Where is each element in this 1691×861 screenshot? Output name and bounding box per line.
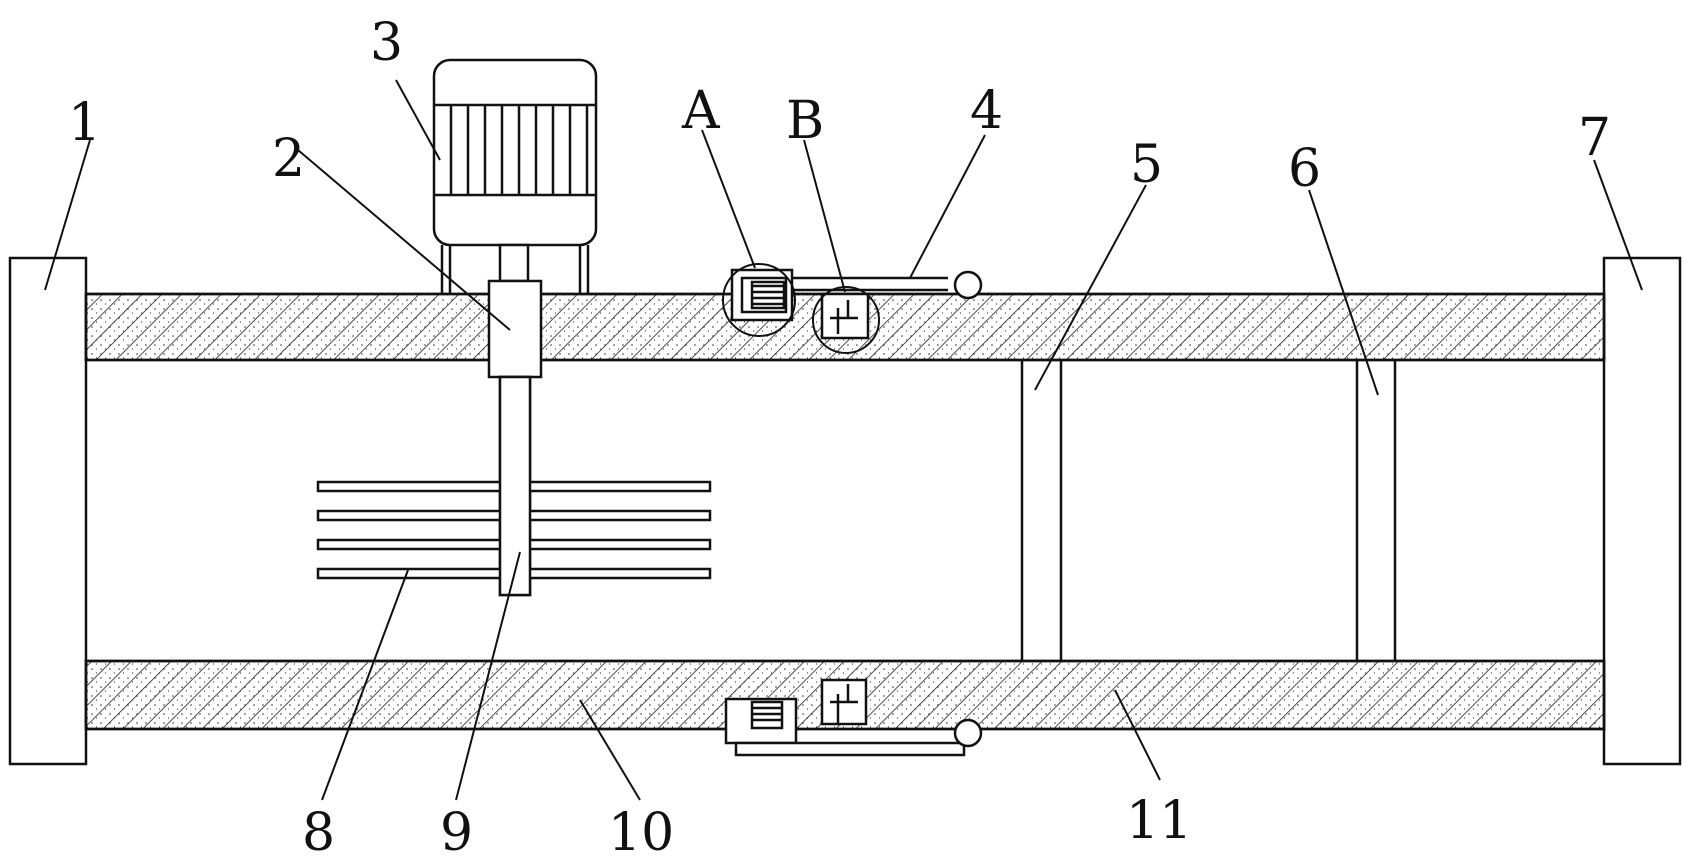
- filter-plate-5: [1020, 360, 1063, 661]
- right-flange: [1602, 256, 1682, 766]
- label-7: 7: [1578, 108, 1611, 168]
- label-11: 11: [1126, 791, 1192, 851]
- label-1: 1: [68, 93, 101, 153]
- label-8: 8: [302, 803, 335, 861]
- labels: 1 2 3 A B 4 5 6 7 8 9 10 11: [68, 13, 1611, 861]
- label-6: 6: [1288, 139, 1321, 199]
- label-5: 5: [1130, 135, 1163, 195]
- bearing-seat: [487, 279, 543, 379]
- left-flange: [8, 256, 88, 766]
- label-b: B: [786, 91, 824, 151]
- motor: [432, 58, 598, 294]
- label-9: 9: [440, 803, 473, 861]
- label-a: A: [681, 81, 721, 141]
- label-4: 4: [970, 81, 1003, 141]
- bottom-clamp-mechanism: [724, 678, 983, 757]
- filter-plate-6: [1355, 360, 1397, 661]
- label-2: 2: [272, 129, 305, 189]
- label-3: 3: [370, 13, 403, 73]
- top-clamp-mechanism: [722, 263, 983, 354]
- label-10: 10: [608, 803, 674, 861]
- leader-lines: [44, 79, 1643, 801]
